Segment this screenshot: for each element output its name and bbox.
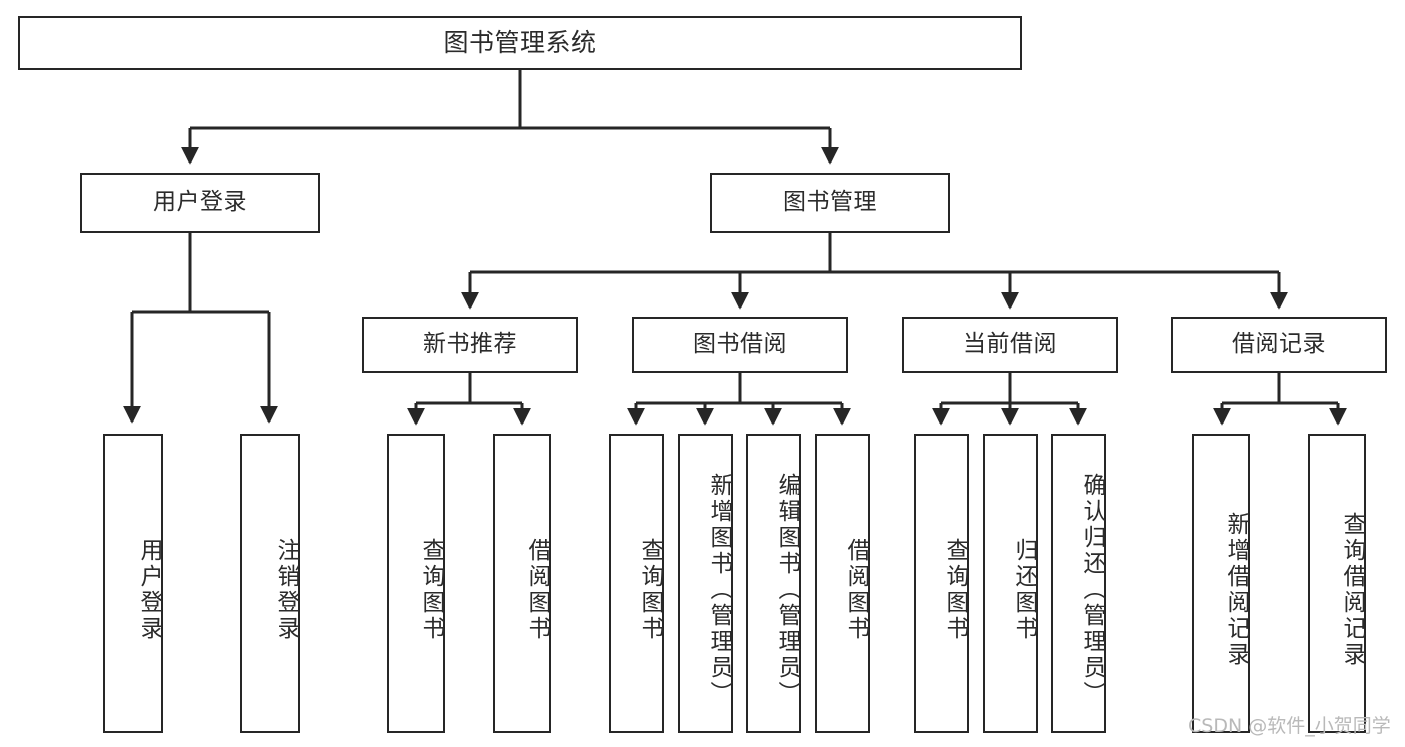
leaf-label: 查询图书 [942, 537, 968, 642]
node-leaf-query-book-2[interactable]: 查询图书 [609, 434, 664, 733]
leaf-label: 归还图书 [1011, 537, 1037, 642]
leaf-label: 用户登录 [136, 537, 162, 642]
leaf-label: 确认归还（管理员） [1079, 472, 1105, 707]
node-current-borrow[interactable]: 当前借阅 [902, 317, 1118, 373]
node-leaf-query-book-1[interactable]: 查询图书 [387, 434, 445, 733]
node-leaf-borrow-book-2[interactable]: 借阅图书 [815, 434, 870, 733]
node-leaf-borrow-book-1[interactable]: 借阅图书 [493, 434, 551, 733]
node-root-system[interactable]: 图书管理系统 [18, 16, 1022, 70]
leaf-label: 查询图书 [637, 537, 663, 642]
leaf-label: 新增借阅记录 [1223, 511, 1249, 668]
leaf-label: 注销登录 [273, 537, 299, 642]
leaf-label: 新增图书（管理员） [706, 472, 732, 707]
leaf-label: 编辑图书（管理员） [774, 472, 800, 707]
node-leaf-return-book[interactable]: 归还图书 [983, 434, 1038, 733]
node-leaf-edit-book[interactable]: 编辑图书（管理员） [746, 434, 801, 733]
node-borrow-record[interactable]: 借阅记录 [1171, 317, 1387, 373]
node-leaf-user-logout[interactable]: 注销登录 [240, 434, 300, 733]
node-user-login[interactable]: 用户登录 [80, 173, 320, 233]
leaf-label: 借阅图书 [843, 537, 869, 642]
node-leaf-add-record[interactable]: 新增借阅记录 [1192, 434, 1250, 733]
node-leaf-add-book[interactable]: 新增图书（管理员） [678, 434, 733, 733]
leaf-label: 借阅图书 [524, 537, 550, 642]
node-leaf-user-login[interactable]: 用户登录 [103, 434, 163, 733]
node-leaf-query-book-3[interactable]: 查询图书 [914, 434, 969, 733]
node-leaf-query-record[interactable]: 查询借阅记录 [1308, 434, 1366, 733]
node-leaf-confirm-return[interactable]: 确认归还（管理员） [1051, 434, 1106, 733]
node-book-borrow[interactable]: 图书借阅 [632, 317, 848, 373]
node-new-book-recommend[interactable]: 新书推荐 [362, 317, 578, 373]
csdn-watermark: CSDN @软件_小贺同学 [1188, 715, 1391, 737]
leaf-label: 查询图书 [418, 537, 444, 642]
leaf-label: 查询借阅记录 [1339, 511, 1365, 668]
node-book-management[interactable]: 图书管理 [710, 173, 950, 233]
